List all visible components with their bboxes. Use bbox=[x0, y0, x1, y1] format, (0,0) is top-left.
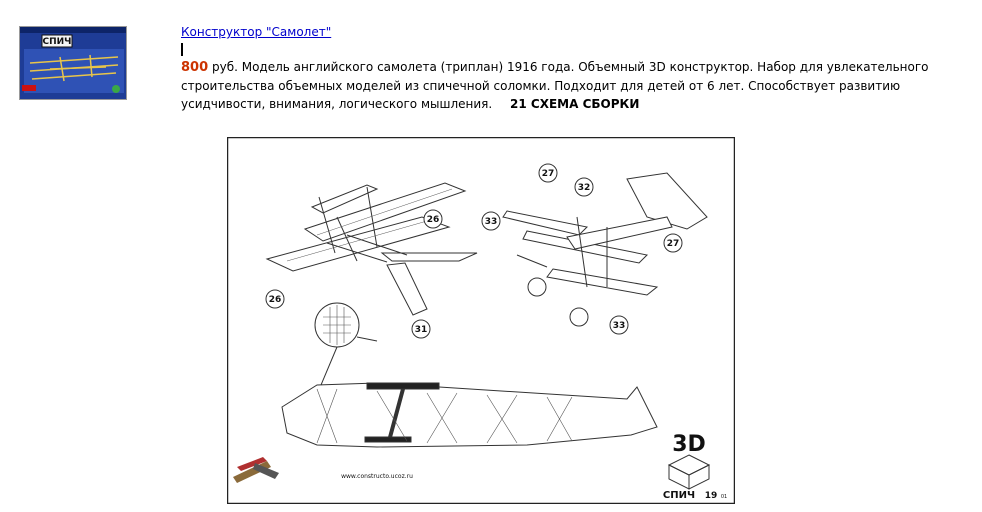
product-title-link[interactable]: Конструктор "Самолет" bbox=[181, 25, 332, 39]
callout-32: 32 bbox=[578, 183, 591, 193]
product-description: Модель английского самолета (триплан) 19… bbox=[181, 60, 929, 111]
assembly-scheme-label: 21 СХЕМА СБОРКИ bbox=[510, 97, 640, 111]
callout-27-right: 27 bbox=[667, 239, 680, 249]
scheme-page-sub: 01 bbox=[721, 494, 727, 500]
assembly-scheme-image: 26 26 31 27 32 33 27 33 3D www.construct… bbox=[226, 136, 736, 505]
callout-26-bottom: 26 bbox=[269, 295, 282, 305]
product-thumbnail[interactable]: СПИЧ bbox=[19, 26, 127, 100]
scheme-page-number: 19 bbox=[705, 491, 718, 501]
product-price: 800 bbox=[181, 60, 209, 75]
triplane-color-icon bbox=[233, 457, 279, 483]
scheme-url: www.constructo.ucoz.ru bbox=[341, 473, 413, 480]
callout-33-bottom: 33 bbox=[613, 321, 626, 331]
callout-31: 31 bbox=[415, 325, 428, 335]
product-currency: руб. bbox=[211, 60, 238, 74]
logo-3d: 3D bbox=[672, 432, 706, 457]
product-description-block: 800 руб. Модель английского самолета (тр… bbox=[181, 58, 971, 113]
box-brand-logo: СПИЧ bbox=[43, 37, 72, 47]
text-cursor bbox=[181, 43, 183, 56]
triplane-view-right bbox=[502, 172, 708, 327]
product-box-image: СПИЧ bbox=[20, 27, 126, 99]
callout-27-top: 27 bbox=[542, 169, 555, 179]
callout-26-top: 26 bbox=[427, 215, 440, 225]
callout-33-left: 33 bbox=[485, 217, 498, 227]
cube-icon bbox=[667, 454, 711, 490]
scheme-brand: СПИЧ bbox=[663, 490, 695, 501]
fuselage-side-view bbox=[281, 302, 658, 448]
